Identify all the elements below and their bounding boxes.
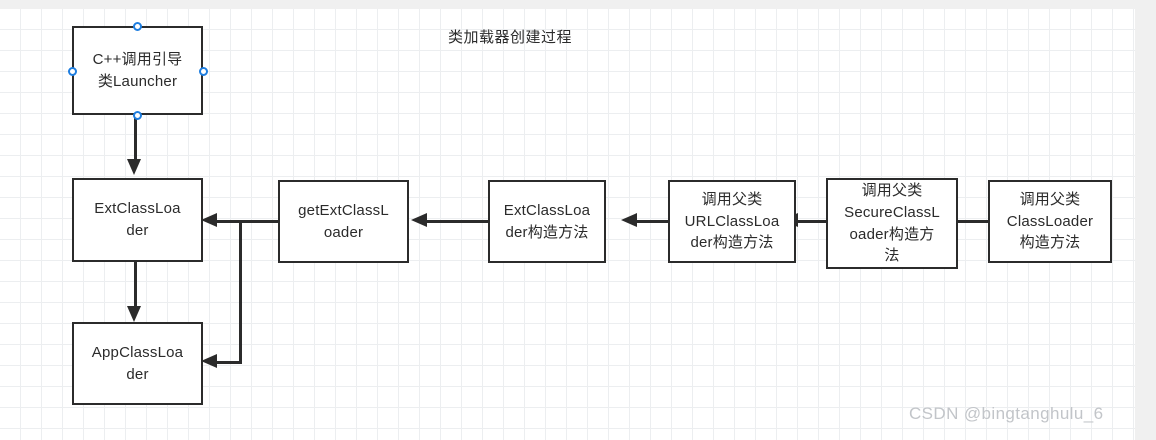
node-launcher[interactable]: C++调用引导 类Launcher bbox=[72, 26, 203, 115]
edge-urlctor-to-extctor-line bbox=[636, 220, 668, 223]
selection-handle-top[interactable] bbox=[133, 22, 142, 31]
selection-handle-left[interactable] bbox=[68, 67, 77, 76]
node-url-classloader-ctor[interactable]: 调用父类 URLClassLoa der构造方法 bbox=[668, 180, 796, 263]
edge-launcher-to-ext-arrowhead bbox=[127, 159, 141, 175]
edge-clctor-to-securector-line bbox=[957, 220, 989, 223]
edge-securector-to-urlctor-line bbox=[797, 220, 829, 223]
edge-ext-to-app-line bbox=[134, 262, 137, 310]
edge-ext-to-app-arrowhead bbox=[127, 306, 141, 322]
node-classloader-ctor[interactable]: 调用父类 ClassLoader 构造方法 bbox=[988, 180, 1112, 263]
selection-handle-right[interactable] bbox=[199, 67, 208, 76]
edge-getext-to-ext-line bbox=[216, 220, 278, 223]
node-ext-classloader-ctor[interactable]: ExtClassLoa der构造方法 bbox=[488, 180, 606, 263]
edge-getext-to-app-vertical bbox=[239, 220, 242, 363]
selection-handle-bottom[interactable] bbox=[133, 111, 142, 120]
diagram-title: 类加载器创建过程 bbox=[448, 29, 573, 46]
node-get-ext-classloader[interactable]: getExtClassL oader bbox=[278, 180, 409, 263]
edge-getext-to-ext-arrowhead bbox=[201, 213, 217, 227]
canvas-top-margin bbox=[0, 0, 1135, 9]
edge-launcher-to-ext-line bbox=[134, 115, 137, 163]
csdn-watermark: CSDN @bingtanghulu_6 bbox=[909, 404, 1104, 423]
edge-extctor-to-getext-arrowhead bbox=[411, 213, 427, 227]
edge-getext-to-app-horizontal bbox=[216, 361, 242, 364]
node-ext-classloader[interactable]: ExtClassLoa der bbox=[72, 178, 203, 262]
node-secure-classloader-ctor[interactable]: 调用父类 SecureClassL oader构造方 法 bbox=[826, 178, 958, 269]
edge-urlctor-to-extctor-arrowhead bbox=[621, 213, 637, 227]
edge-getext-to-app-arrowhead bbox=[201, 354, 217, 368]
node-app-classloader[interactable]: AppClassLoa der bbox=[72, 322, 203, 405]
canvas-right-margin bbox=[1135, 0, 1156, 440]
edge-extctor-to-getext-line bbox=[426, 220, 488, 223]
